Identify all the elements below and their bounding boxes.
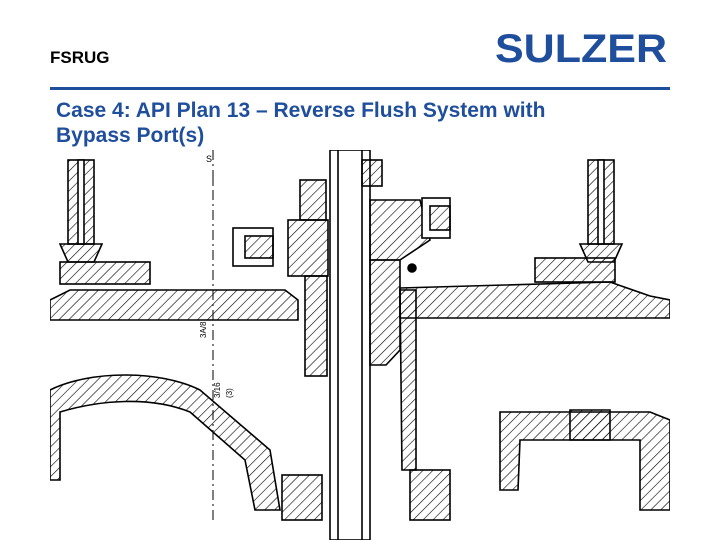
- volute-right: [499, 411, 670, 511]
- header-label: FSRUG: [50, 48, 110, 67]
- right-stud: [578, 159, 624, 263]
- seal-housing-right: [361, 159, 451, 471]
- casing-right: [399, 281, 670, 319]
- seal-housing-left: [232, 179, 329, 377]
- impeller-hub-right: [409, 469, 451, 521]
- right-nut: [534, 257, 616, 283]
- shaft: [329, 150, 371, 540]
- left-stud: [58, 159, 104, 263]
- sulzer-logo: SULZER: [495, 27, 667, 70]
- slide-title-line-2: Bypass Port(s): [56, 124, 205, 147]
- header-divider: [50, 87, 670, 90]
- slide-title-line-1: Case 4: API Plan 13 – Reverse Flush Syst…: [56, 99, 546, 122]
- dim-label-2: 3/16: [213, 382, 222, 398]
- slide-title: Case 4: API Plan 13 – Reverse Flush Syst…: [56, 98, 676, 148]
- dim-label-1: 3A/8: [199, 321, 208, 338]
- dim-label-3: (3): [225, 388, 234, 398]
- left-nut: [59, 261, 151, 285]
- seal-cross-section-drawing: S 3A/8 3/16 (3): [50, 150, 670, 540]
- logo-text: SULZER: [495, 27, 667, 70]
- volute-left: [50, 374, 281, 511]
- impeller-hub-left: [281, 474, 323, 521]
- casing-left: [50, 289, 299, 321]
- dim-label-s: S: [206, 154, 212, 164]
